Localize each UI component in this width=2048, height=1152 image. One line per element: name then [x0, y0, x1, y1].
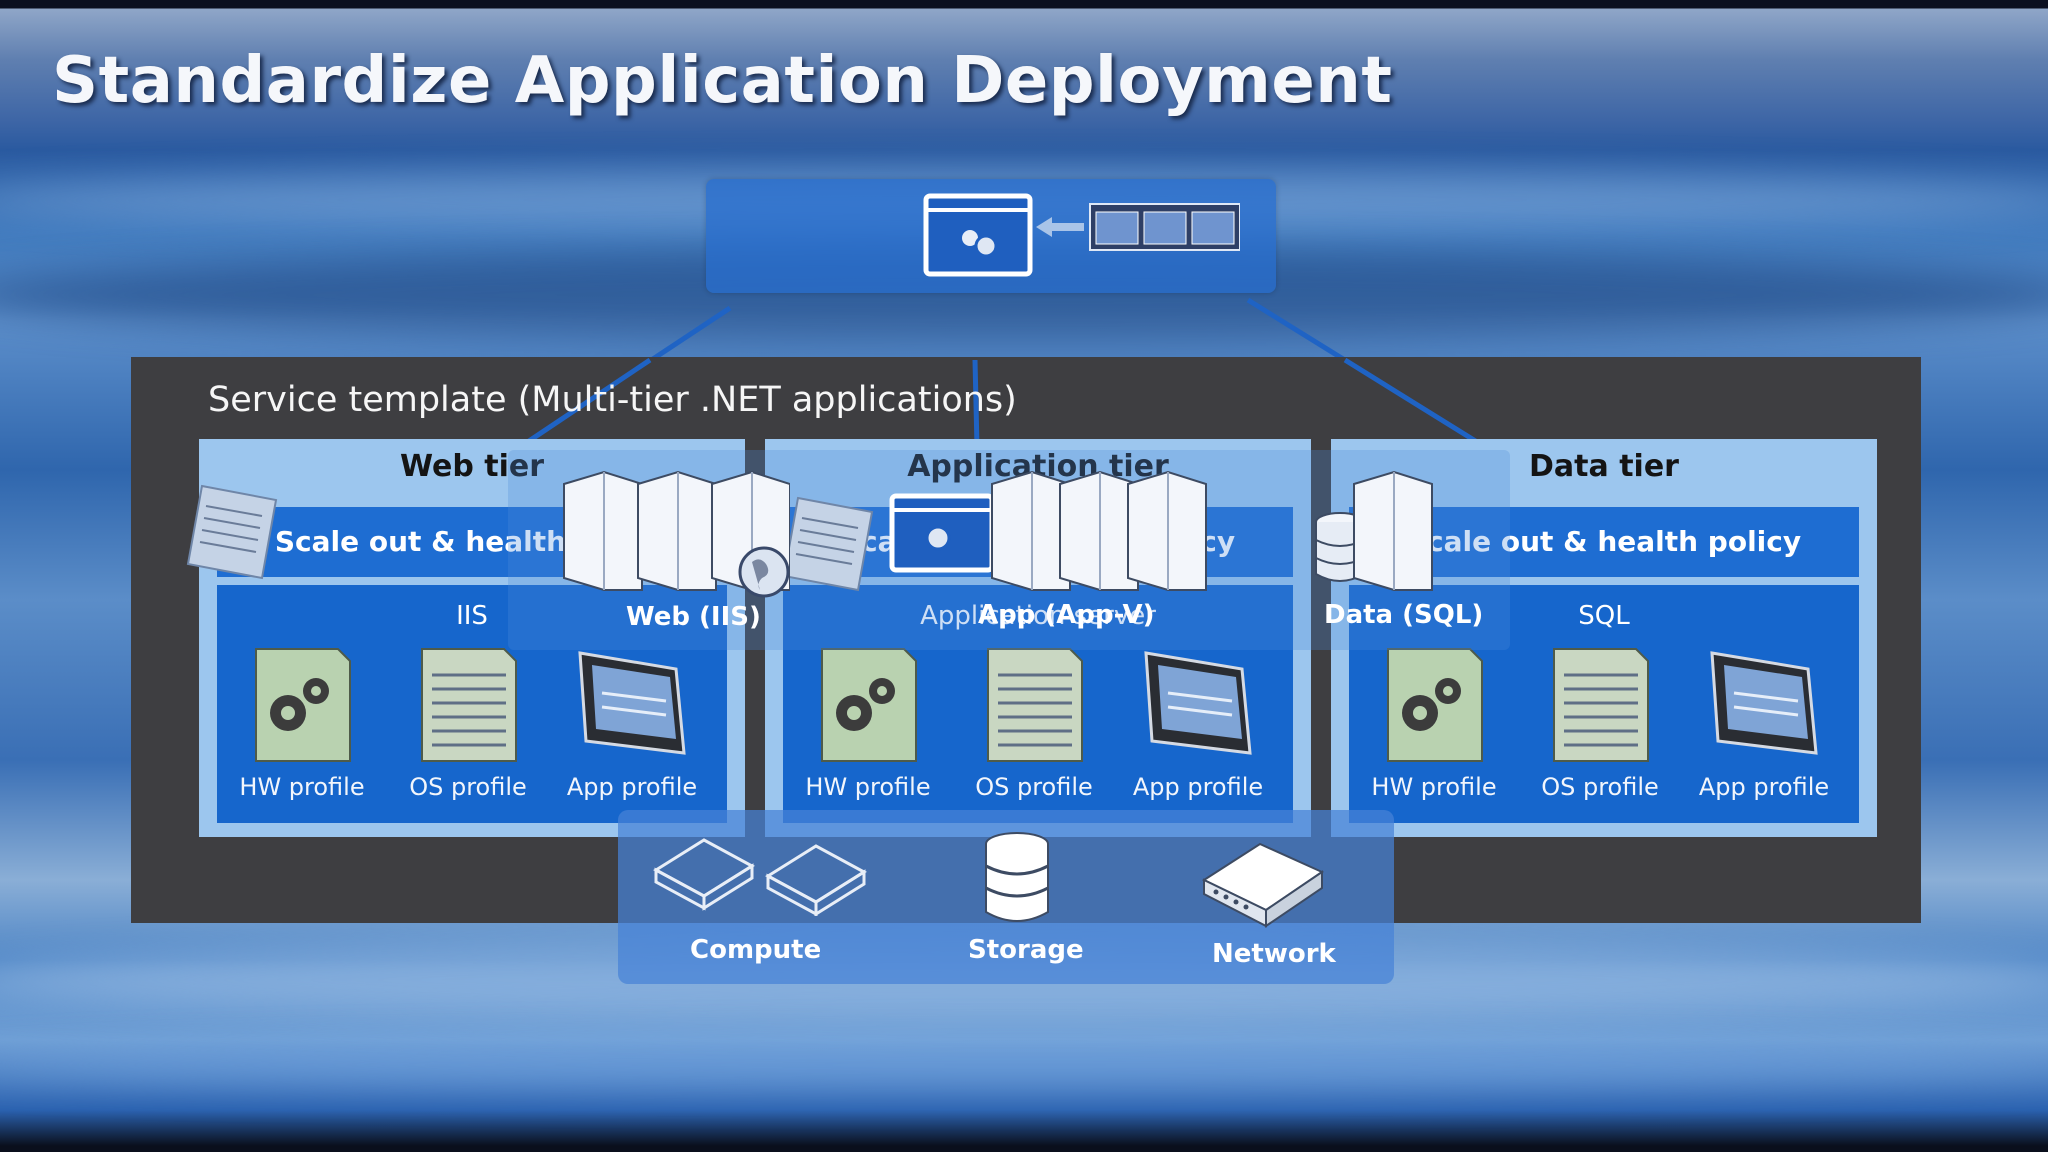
- tier-title: Data tier: [1529, 449, 1679, 484]
- server-icon: [1353, 470, 1433, 591]
- profile-label: OS profile: [1541, 773, 1659, 801]
- service-template-title: Service template (Multi-tier .NET applic…: [208, 380, 1017, 420]
- document-icon: [186, 484, 278, 580]
- profile-label: HW profile: [1371, 773, 1497, 801]
- network-label: Network: [1212, 939, 1336, 969]
- web-server-label: Web (IIS): [626, 602, 761, 632]
- stack-label: Application server: [920, 601, 1156, 631]
- scale-policy-bar: Scale out & health policy: [1349, 507, 1859, 577]
- app-profile-icon: [578, 651, 686, 755]
- hw-profile: HW profile: [217, 645, 387, 815]
- stack-label: SQL: [1578, 601, 1630, 631]
- os-profile: OS profile: [383, 645, 553, 815]
- stack-label: IIS: [456, 601, 488, 631]
- database-icon: [985, 832, 1049, 922]
- profile-label: OS profile: [409, 773, 527, 801]
- hw-profile: HW profile: [783, 645, 953, 815]
- software-stack-box: IIS HW profile OS: [217, 585, 727, 823]
- vm-templates-icon: [1089, 203, 1240, 251]
- tier-title: Web tier: [399, 449, 545, 484]
- arrow-left-icon: [1036, 217, 1084, 237]
- app-server-label: App (App-V): [978, 600, 1155, 630]
- data-server-label: Data (SQL): [1324, 600, 1484, 630]
- hw-profile-icon: [255, 648, 351, 762]
- gear-window-icon: [923, 193, 1240, 277]
- hw-profile-icon: [821, 648, 917, 762]
- os-profile-icon: [421, 648, 517, 762]
- hw-profile: HW profile: [1349, 645, 1519, 815]
- profile-label: HW profile: [805, 773, 931, 801]
- app-profile-icon: [1710, 651, 1818, 755]
- web-tier: Web tier Scale out & health policy IIS H…: [199, 439, 745, 837]
- app-profile: App profile: [1113, 645, 1283, 815]
- network-switch-icon: [1201, 842, 1325, 928]
- profile-label: HW profile: [239, 773, 365, 801]
- os-profile-icon: [987, 648, 1083, 762]
- app-profile-icon: [1144, 651, 1252, 755]
- os-profile: OS profile: [1515, 645, 1685, 815]
- slide-title: Standardize Application Deployment: [52, 44, 1393, 118]
- software-stack-box: SQL HW profile OS: [1349, 585, 1859, 823]
- document-icon: [782, 496, 874, 592]
- software-stack-box: Application server HW profile: [783, 585, 1293, 823]
- background-streak: [0, 1040, 2048, 1090]
- compute-label: Compute: [690, 935, 822, 965]
- profile-label: App profile: [1698, 773, 1830, 801]
- compute-blade-icon: [653, 838, 867, 916]
- profile-label: App profile: [1132, 773, 1264, 801]
- storage-label: Storage: [968, 935, 1084, 965]
- app-profile: App profile: [547, 645, 717, 815]
- globe-icon: [738, 546, 790, 598]
- hw-profile-icon: [1387, 648, 1483, 762]
- app-profile: App profile: [1679, 645, 1849, 815]
- gear-window-icon: [889, 493, 995, 573]
- server-icon: [991, 470, 1207, 591]
- profile-label: App profile: [566, 773, 698, 801]
- profile-label: OS profile: [975, 773, 1093, 801]
- os-profile-icon: [1553, 648, 1649, 762]
- os-profile: OS profile: [949, 645, 1119, 815]
